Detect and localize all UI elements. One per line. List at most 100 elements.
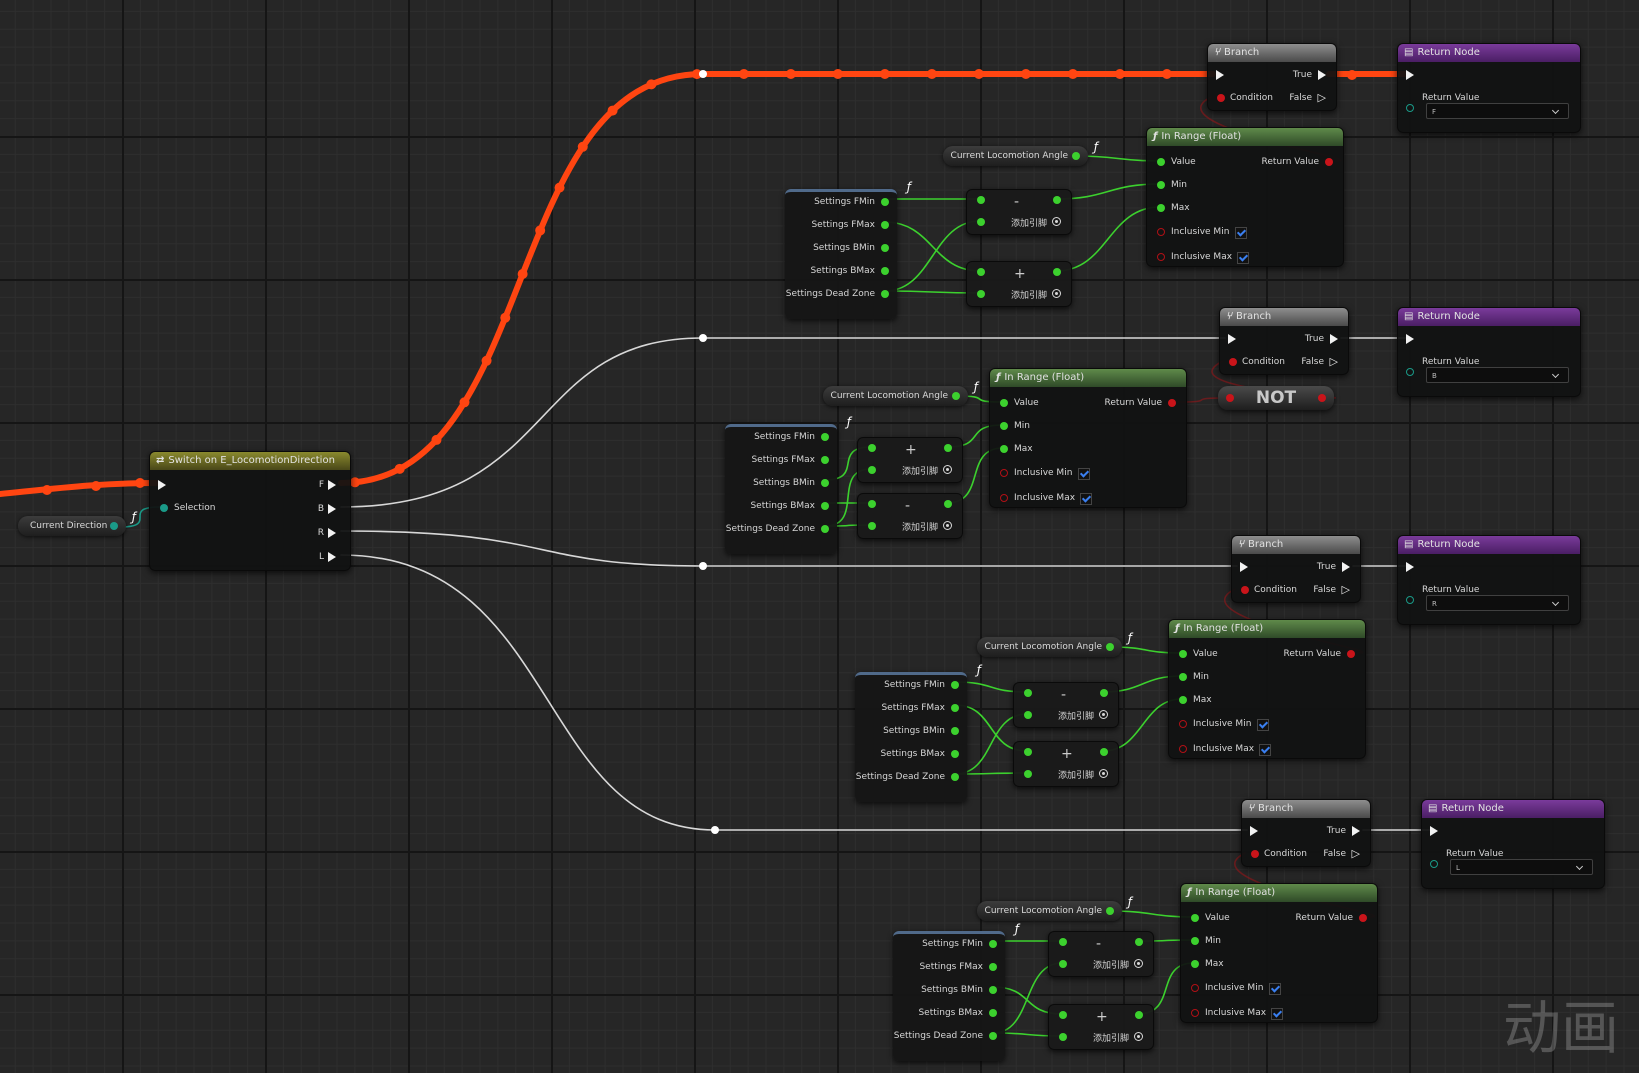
- checkmark-icon[interactable]: [1257, 719, 1269, 731]
- float-out-pin[interactable]: [944, 444, 952, 452]
- float-out-pin[interactable]: [821, 502, 829, 510]
- math-node[interactable]: +添加引脚: [1013, 741, 1119, 787]
- float-out-pin[interactable]: [881, 244, 889, 252]
- add-pin-icon[interactable]: [1052, 217, 1061, 226]
- math-node[interactable]: -添加引脚: [857, 493, 963, 539]
- settings-variable-row[interactable]: Settings FMin: [814, 196, 889, 208]
- exec-pin-icon[interactable]: [1228, 334, 1236, 344]
- return-value-select[interactable]: B: [1426, 367, 1569, 383]
- bool-in-pin[interactable]: [1179, 720, 1187, 728]
- float-out-pin[interactable]: [881, 290, 889, 298]
- float-out-pin[interactable]: [881, 221, 889, 229]
- checkmark-icon[interactable]: [1235, 227, 1247, 239]
- float-out-pin[interactable]: [989, 986, 997, 994]
- checkmark-icon[interactable]: [1269, 983, 1281, 995]
- float-in-pin[interactable]: [1157, 158, 1165, 166]
- add-pin-label[interactable]: 添加引脚: [1058, 712, 1095, 722]
- float-in-pin[interactable]: [868, 522, 876, 530]
- add-pin-icon[interactable]: [1134, 959, 1143, 968]
- return-value-pin[interactable]: [1430, 860, 1438, 868]
- float-out-pin[interactable]: [1100, 689, 1108, 697]
- float-in-pin[interactable]: [1000, 445, 1008, 453]
- bool-in-pin[interactable]: [1226, 394, 1234, 402]
- float-in-pin[interactable]: [1179, 650, 1187, 658]
- float-out-pin[interactable]: [944, 500, 952, 508]
- return-value-select[interactable]: R: [1426, 595, 1569, 611]
- float-out-pin[interactable]: [821, 456, 829, 464]
- math-node[interactable]: +添加引脚: [966, 261, 1072, 307]
- checkmark-icon[interactable]: [1078, 468, 1090, 480]
- settings-variable-row[interactable]: Settings FMin: [884, 679, 959, 691]
- bool-in-pin[interactable]: [1000, 469, 1008, 477]
- float-out-pin[interactable]: [821, 433, 829, 441]
- checkmark-icon[interactable]: [1271, 1008, 1283, 1020]
- exec-pin-icon[interactable]: [1216, 70, 1224, 80]
- float-in-pin[interactable]: [1191, 960, 1199, 968]
- float-in-pin[interactable]: [1024, 711, 1032, 719]
- bool-out-pin[interactable]: [1359, 914, 1367, 922]
- settings-variable-row[interactable]: Settings BMin: [813, 242, 889, 254]
- exec-pin-icon[interactable]: [1430, 826, 1438, 836]
- checkmark-icon[interactable]: [1080, 493, 1092, 505]
- float-out-pin[interactable]: [821, 479, 829, 487]
- float-out-pin[interactable]: [881, 198, 889, 206]
- condition-pin[interactable]: [1241, 586, 1249, 594]
- exec-pin-icon[interactable]: [158, 480, 166, 490]
- condition-pin[interactable]: [1251, 850, 1259, 858]
- settings-variable-row[interactable]: Settings Dead Zone: [786, 288, 889, 300]
- add-pin-icon[interactable]: [943, 465, 952, 474]
- settings-variable-row[interactable]: Settings FMax: [811, 219, 889, 231]
- settings-variable-row[interactable]: Settings BMax: [918, 1007, 997, 1019]
- bool-in-pin[interactable]: [1000, 494, 1008, 502]
- exec-pin-icon[interactable]: [1240, 562, 1248, 572]
- bool-in-pin[interactable]: [1191, 984, 1199, 992]
- add-pin-label[interactable]: 添加引脚: [1011, 291, 1048, 301]
- settings-variable-row[interactable]: Settings Dead Zone: [726, 523, 829, 535]
- math-node[interactable]: -添加引脚: [1013, 682, 1119, 728]
- float-in-pin[interactable]: [1157, 204, 1165, 212]
- settings-variable-row[interactable]: Settings BMin: [753, 477, 829, 489]
- float-out-pin[interactable]: [989, 963, 997, 971]
- add-pin-label[interactable]: 添加引脚: [1058, 771, 1095, 781]
- exec-pin-outline-icon[interactable]: ▷: [1317, 91, 1326, 104]
- math-node[interactable]: +添加引脚: [1048, 1004, 1154, 1050]
- float-in-pin[interactable]: [1059, 1033, 1067, 1041]
- float-out-pin[interactable]: [951, 704, 959, 712]
- float-in-pin[interactable]: [1000, 399, 1008, 407]
- bool-out-pin[interactable]: [1168, 399, 1176, 407]
- math-node[interactable]: +添加引脚: [857, 437, 963, 483]
- settings-variable-row[interactable]: Settings BMin: [921, 984, 997, 996]
- math-node[interactable]: -添加引脚: [1048, 931, 1154, 977]
- add-pin-label[interactable]: 添加引脚: [902, 523, 939, 533]
- float-out-pin[interactable]: [1135, 938, 1143, 946]
- float-out-pin[interactable]: [989, 940, 997, 948]
- float-in-pin[interactable]: [1059, 960, 1067, 968]
- settings-variable-row[interactable]: Settings BMax: [750, 500, 829, 512]
- float-in-pin[interactable]: [1059, 938, 1067, 946]
- add-pin-icon[interactable]: [1099, 769, 1108, 778]
- bool-in-pin[interactable]: [1157, 228, 1165, 236]
- selection-pin[interactable]: [160, 504, 168, 512]
- exec-pin-icon[interactable]: [1406, 562, 1414, 572]
- exec-pin-icon[interactable]: [1352, 826, 1360, 836]
- enum-out-pin[interactable]: [110, 522, 118, 530]
- settings-variable-row[interactable]: Settings FMax: [881, 702, 959, 714]
- settings-variable-row[interactable]: Settings FMin: [754, 431, 829, 443]
- exec-pin-outline-icon[interactable]: ▷: [1329, 355, 1338, 368]
